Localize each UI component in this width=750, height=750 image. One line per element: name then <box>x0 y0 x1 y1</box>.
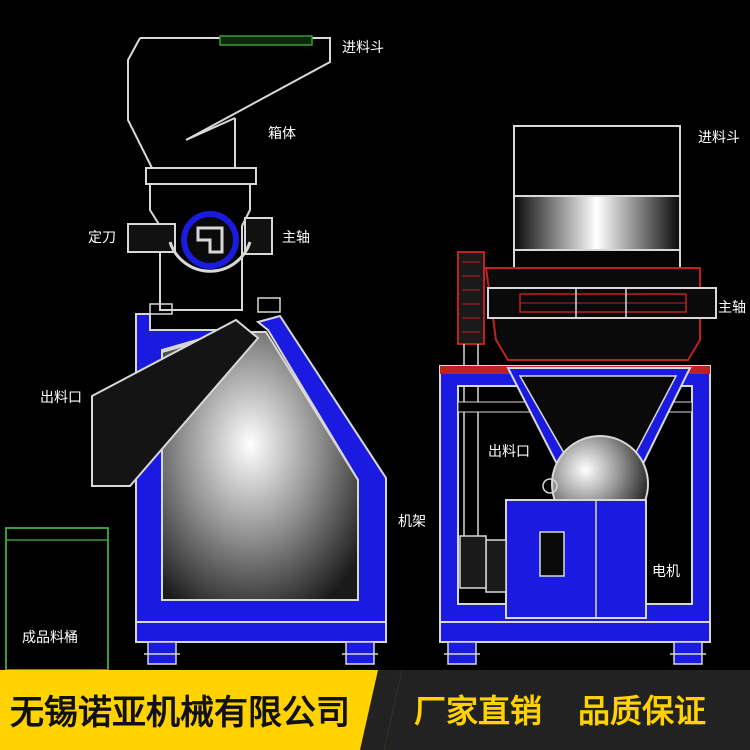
right-machine <box>439 125 717 665</box>
left-hopper-lid <box>219 35 313 46</box>
label-right-outlet: 出料口 <box>488 444 530 460</box>
banner-slogan-1: 厂家直销 <box>414 692 542 730</box>
label-left-box: 箱体 <box>268 126 296 142</box>
left-outlet-chute <box>91 318 260 487</box>
right-hopper <box>513 125 681 197</box>
left-hopper <box>127 37 331 169</box>
bottom-banner: 无锡诺亚机械有限公司 厂家直销 品质保证 <box>0 670 750 750</box>
diagram-labels: 进料斗 箱体 定刀 主轴 出料口 机架 成品料桶 进料斗 主轴 出料口 电机 <box>22 40 746 646</box>
right-base <box>439 621 711 643</box>
left-product-bin <box>5 527 109 671</box>
left-box-top <box>145 167 257 185</box>
label-left-frame: 机架 <box>398 514 426 530</box>
left-base <box>135 621 387 643</box>
left-blade-housing <box>127 223 176 253</box>
left-machine <box>5 35 387 671</box>
label-left-bin: 成品料桶 <box>22 630 78 646</box>
label-right-shaft: 主轴 <box>718 300 746 316</box>
label-left-blade: 定刀 <box>88 230 116 246</box>
label-left-shaft: 主轴 <box>282 230 310 246</box>
label-right-motor: 电机 <box>652 564 680 580</box>
right-pulley <box>457 251 485 345</box>
banner-company: 无锡诺亚机械有限公司 <box>10 693 350 733</box>
right-motor <box>505 499 647 619</box>
label-left-hopper: 进料斗 <box>342 40 384 56</box>
banner-divider <box>360 670 402 750</box>
banner-slogan-2: 品质保证 <box>578 692 706 730</box>
label-left-outlet: 出料口 <box>40 390 82 406</box>
left-rotor-screen <box>168 241 252 273</box>
label-right-hopper: 进料斗 <box>698 130 740 146</box>
left-shaft-housing <box>244 217 273 255</box>
